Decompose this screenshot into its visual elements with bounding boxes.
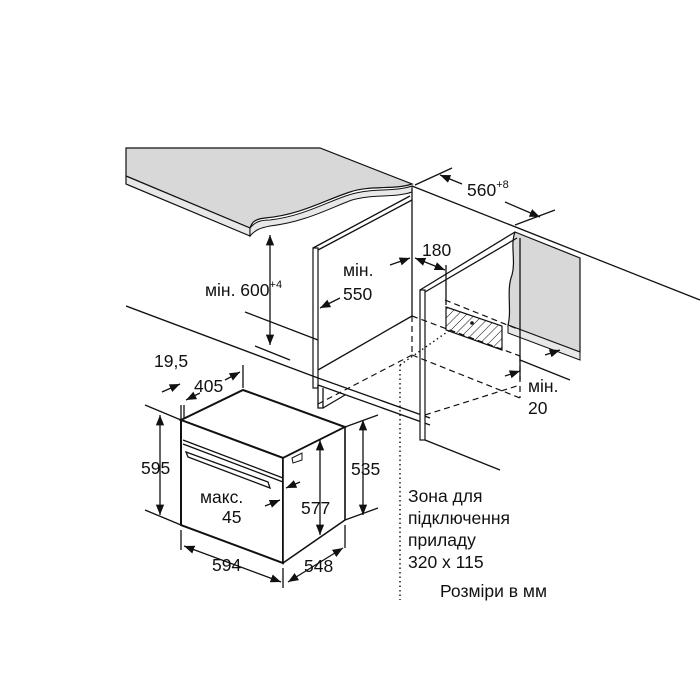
connection-zone-line2: підключення xyxy=(408,508,510,528)
niche-height-label: мін. 600+4 xyxy=(205,279,282,300)
countertop-right xyxy=(507,231,581,361)
connection-zone-line4: 320 x 115 xyxy=(408,552,484,572)
left-cabinet xyxy=(312,188,431,426)
right-cabinet xyxy=(419,231,521,471)
oven-inner-height-value: 577 xyxy=(301,498,330,518)
outlet-offset-value: 180 xyxy=(422,240,451,260)
oven-top-depth-value: 405 xyxy=(194,376,223,396)
handle-label: макс. xyxy=(200,487,243,507)
niche-width-label: 560+8 xyxy=(467,179,509,200)
connection-zone-hatch xyxy=(445,306,503,351)
oven-side-height-value: 535 xyxy=(351,459,380,479)
handle-value: 45 xyxy=(222,507,241,527)
oven-offset-value: 19,5 xyxy=(154,351,188,371)
oven-depth-value: 548 xyxy=(304,556,333,576)
connection-zone-line1: Зона для xyxy=(408,486,482,506)
niche-depth-label: мін. xyxy=(343,260,373,280)
connection-zone-line3: приладу xyxy=(408,530,476,550)
oven-height-value: 595 xyxy=(141,458,170,478)
oven xyxy=(178,388,348,565)
niche-depth-value: 550 xyxy=(343,284,372,304)
dimension-lines xyxy=(144,167,571,588)
gap-label: мін. xyxy=(528,376,558,396)
gap-value: 20 xyxy=(528,398,548,418)
oven-width-value: 594 xyxy=(212,555,241,575)
countertop xyxy=(125,147,700,301)
floor-line xyxy=(125,305,319,379)
connection-point xyxy=(470,321,474,325)
floor-line xyxy=(244,311,319,341)
units-note: Розміри в мм xyxy=(440,581,547,601)
